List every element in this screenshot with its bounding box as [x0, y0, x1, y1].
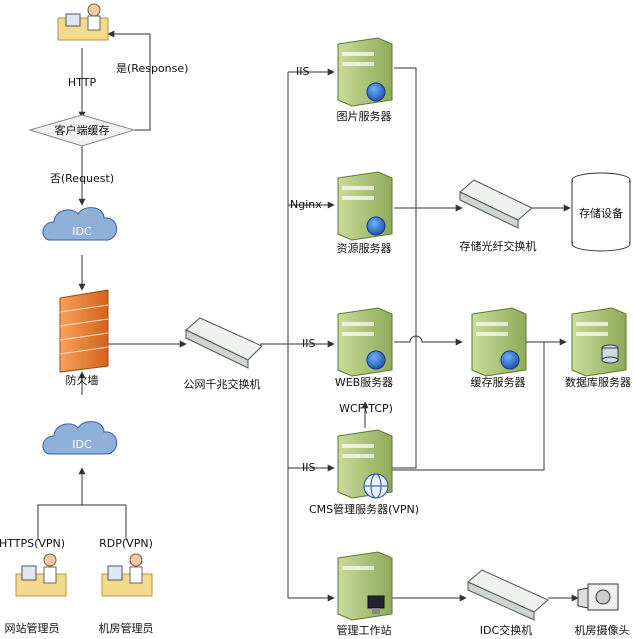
db-server-label: 数据库服务器: [565, 376, 631, 389]
cms-server-label: CMS管理服务器(VPN): [308, 503, 420, 516]
resource-server-icon: [337, 171, 393, 241]
idc-bottom-cloud-icon: [42, 421, 118, 455]
public-switch-icon: [185, 317, 263, 369]
https-vpn-label: HTTPS(VPN): [0, 537, 66, 550]
idc-top-label: IDC: [72, 225, 92, 238]
camera-label: 机房摄像头: [574, 624, 630, 637]
http-label: HTTP: [67, 76, 97, 89]
nginx-label: Nginx: [290, 198, 322, 211]
iis-3-label: IIS: [302, 461, 316, 474]
response-line: [107, 30, 151, 131]
request-label: 否(Request): [49, 172, 115, 185]
firewall-label: 防火墙: [65, 374, 99, 387]
idc-switch-label: IDC交换机: [479, 624, 533, 637]
web-server-label: WEB服务器: [334, 376, 394, 389]
storage-device-label: 存储设备: [579, 207, 623, 220]
storage-switch-icon: [459, 179, 533, 229]
idc-switch-icon: [467, 569, 549, 621]
idc-bottom-label: IDC: [72, 438, 92, 451]
workstation-label: 管理工作站: [336, 624, 392, 637]
rdp-vpn-label: RDP(VPN): [99, 537, 153, 550]
response-label: 是(Response): [116, 62, 189, 75]
room-admin-user-icon: [101, 553, 153, 597]
camera-icon: [577, 583, 619, 611]
iis-1-label: IIS: [296, 65, 310, 78]
idc-top-cloud-icon: [42, 207, 118, 241]
db-server-icon: [571, 307, 627, 377]
admin-join-line: [37, 504, 127, 540]
client-user-icon: [57, 3, 109, 41]
site-admin-user-icon: [15, 553, 67, 597]
firewall-icon: [59, 289, 109, 373]
image-server-label: 图片服务器: [336, 110, 392, 123]
cache-server-label: 缓存服务器: [470, 376, 526, 389]
web-server-icon: [337, 307, 393, 377]
public-switch-label: 公网千兆交换机: [183, 378, 261, 391]
site-admin-label: 网站管理员: [4, 622, 60, 635]
workstation-icon: [337, 551, 393, 621]
client-cache-diamond: [28, 114, 136, 147]
resource-server-label: 资源服务器: [336, 242, 392, 255]
iis-2-label: IIS: [302, 337, 316, 350]
room-admin-label: 机房管理员: [98, 622, 154, 635]
storage-device-icon: [571, 172, 631, 252]
wcf-label: WCF(TCP): [339, 402, 393, 415]
cache-server-icon: [471, 307, 527, 377]
client-cache-label: 客户端缓存: [54, 124, 110, 137]
storage-switch-label: 存储光纤交换机: [459, 240, 537, 253]
image-server-icon: [337, 37, 393, 107]
cms-server-icon: [337, 429, 393, 499]
